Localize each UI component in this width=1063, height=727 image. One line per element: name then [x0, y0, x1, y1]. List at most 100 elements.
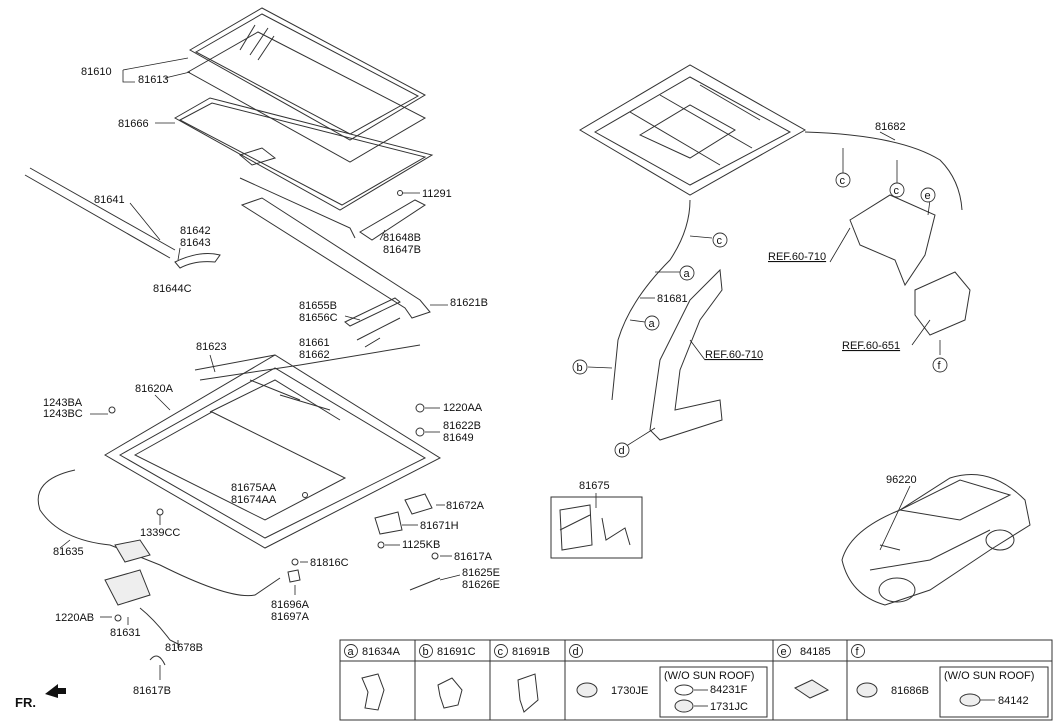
- label-81610: 81610: [81, 66, 112, 78]
- label-1243BA: 1243BA: [43, 397, 83, 409]
- label-81613: 81613: [138, 74, 169, 86]
- label-81644C: 81644C: [153, 283, 192, 295]
- label-81682: 81682: [875, 121, 906, 133]
- bracket-81671H: [374, 511, 403, 535]
- drain-hose-81682: [804, 131, 963, 211]
- label-1125KB: 1125KB: [402, 539, 440, 551]
- legend-a-key: a: [348, 646, 355, 658]
- bolt-1220AA: [415, 403, 425, 413]
- label-81617A: 81617A: [454, 551, 493, 563]
- label-81621B: 81621B: [450, 297, 488, 309]
- callout-e1: e: [925, 190, 931, 202]
- clip-81642: [174, 253, 221, 269]
- legend-table: a 81634A b 81691C c 81691B d e 84185 f 1…: [339, 639, 1053, 721]
- legend-b-key: b: [423, 646, 429, 658]
- label-81675AA: 81675AA: [231, 482, 277, 494]
- roof-frame: [579, 64, 807, 196]
- legend-f-part: 81686B: [891, 685, 929, 697]
- legend-c-part: 81691B: [512, 646, 550, 658]
- legend-b-part: 81691C: [437, 646, 476, 658]
- label-81623: 81623: [196, 341, 227, 353]
- front-arrow-icon: [45, 684, 66, 698]
- legend-d-sub1: 84231F: [710, 684, 748, 696]
- label-81631: 81631: [110, 627, 141, 639]
- label-81648B: 81648B: [383, 232, 421, 244]
- glass-panel: [186, 7, 427, 163]
- clip-81617B: [149, 655, 166, 666]
- callout-f1: f: [938, 360, 942, 372]
- plug-d-icon: [576, 682, 598, 698]
- clip-81696A: [287, 569, 301, 583]
- link-81661: [356, 317, 401, 341]
- bolt-11291: [397, 190, 403, 196]
- bolt-81617A: [431, 552, 439, 560]
- label-81678B: 81678B: [165, 642, 203, 654]
- legend-f-sub1: 84142: [998, 695, 1029, 707]
- label-ref60651: REF.60-651: [842, 340, 900, 352]
- label-81697A: 81697A: [271, 611, 310, 623]
- label-1220AA: 1220AA: [443, 402, 483, 414]
- bolt-1339CC: [156, 508, 164, 516]
- front-label: FR.: [15, 695, 36, 710]
- leader-lines-right: [587, 131, 941, 551]
- front-indicator: FR.: [15, 684, 66, 710]
- label-81625E: 81625E: [462, 567, 500, 579]
- label-81649: 81649: [443, 432, 474, 444]
- callout-c3: c: [717, 235, 723, 247]
- label-ref60710b: REF.60-710: [705, 349, 763, 361]
- label-1220AB: 1220AB: [55, 612, 94, 624]
- label-81816C: 81816C: [310, 557, 349, 569]
- label-81620A: 81620A: [135, 383, 174, 395]
- bolt-81675AA: [302, 492, 308, 498]
- label-81647B: 81647B: [383, 244, 421, 256]
- pad-e-icon: [793, 679, 830, 699]
- plug-84231F-icon: [674, 684, 694, 696]
- vehicle-sketch: [841, 474, 1031, 606]
- legend-d-part: 1730JE: [611, 685, 648, 697]
- bolt-1243BA: [108, 406, 116, 414]
- label-81662: 81662: [299, 349, 330, 361]
- label-81675: 81675: [579, 480, 610, 492]
- plug-1731JC-icon: [674, 699, 694, 713]
- legend-a-part: 81634A: [362, 646, 401, 658]
- kit-81675: [550, 496, 643, 559]
- guide-81648B: [359, 199, 426, 241]
- weatherstrip: [24, 167, 176, 259]
- bolt-1220AB: [114, 614, 122, 622]
- clip-b-icon: [437, 677, 463, 709]
- legend-f-note: (W/O SUN ROOF): [944, 670, 1034, 682]
- label-81666: 81666: [118, 118, 149, 130]
- label-81672A: 81672A: [446, 500, 485, 512]
- label-11291: 11291: [422, 188, 452, 200]
- label-ref60710a: REF.60-710: [768, 251, 826, 263]
- label-81635: 81635: [53, 546, 84, 558]
- label-1243BC: 1243BC: [43, 408, 83, 420]
- legend-e-part: 84185: [800, 646, 831, 658]
- label-81671H: 81671H: [420, 520, 459, 532]
- label-81622B: 81622B: [443, 420, 481, 432]
- link-81655B: [344, 297, 401, 327]
- drain-hose-81681: [611, 199, 691, 401]
- callout-c1: c: [840, 175, 846, 187]
- callout-d1: d: [619, 445, 625, 457]
- label-81642: 81642: [180, 225, 211, 237]
- sunroof-frame: [104, 344, 442, 549]
- labels-left: 81610 81613 81666 11291 81641 81642 8164…: [43, 66, 500, 697]
- callout-c2: c: [894, 185, 900, 197]
- label-81661: 81661: [299, 337, 330, 349]
- legend-c-key: c: [498, 646, 504, 658]
- label-81641: 81641: [94, 194, 125, 206]
- legend-d-note: (W/O SUN ROOF): [664, 670, 754, 682]
- labels-right: 81682 REF.60-710 81681 REF.60-651 REF.60…: [579, 121, 917, 492]
- clip-c-icon: [517, 673, 539, 713]
- callout-a1: a: [684, 268, 691, 280]
- legend-d-key: d: [573, 646, 579, 658]
- bolt-81816C: [291, 558, 299, 566]
- label-81655B: 81655B: [299, 300, 337, 312]
- clip-a-icon: [361, 673, 385, 711]
- label-96220: 96220: [886, 474, 917, 486]
- side-rail: [239, 177, 431, 319]
- legend-e-key: e: [781, 646, 787, 658]
- plug-f-icon: [856, 682, 878, 698]
- legend-d-sub2: 1731JC: [710, 701, 748, 713]
